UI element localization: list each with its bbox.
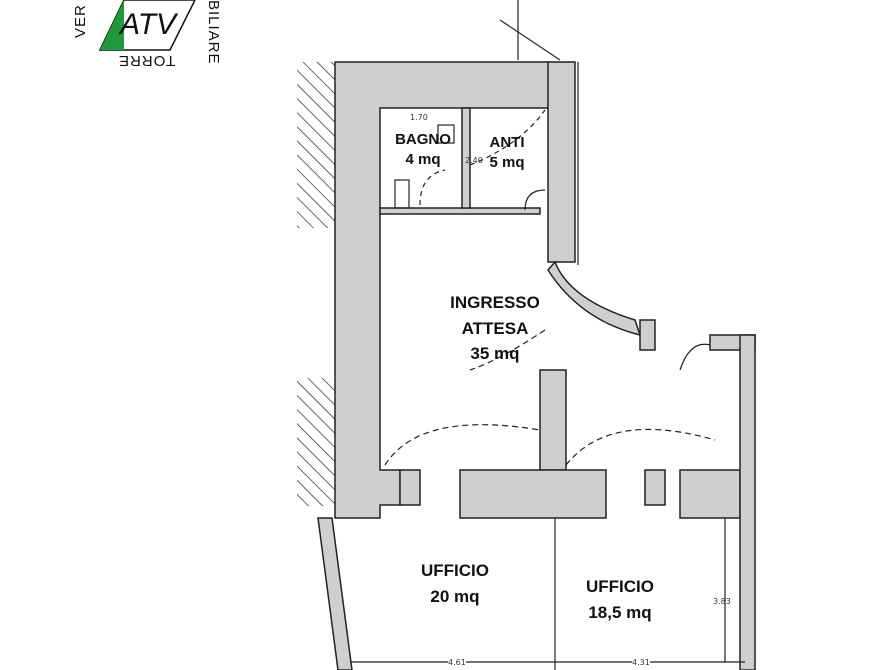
exterior-hatch xyxy=(297,378,335,506)
room-area: 18,5 mq xyxy=(588,602,652,622)
room-ufficio-1: UFFICIO 20 mq xyxy=(400,558,510,609)
dimension-office-height: 3.83 xyxy=(713,597,731,606)
room-name: INGRESSO xyxy=(450,293,540,312)
room-area: 4 mq xyxy=(405,151,441,169)
room-name-secondary: ATTESA xyxy=(461,318,529,338)
room-name: UFFICIO xyxy=(421,561,489,580)
dimension-anti-height: 2.40 xyxy=(465,156,483,165)
room-name: UFFICIO xyxy=(586,577,654,596)
room-area: 5 mq xyxy=(489,154,525,172)
room-name: ANTI xyxy=(489,134,525,151)
dimension-office1-width: 4.61 xyxy=(448,658,466,667)
dimension-bagno-width: 1.70 xyxy=(410,113,428,122)
logo-text-right: BILIARE xyxy=(205,0,222,65)
svg-text:ATV: ATV xyxy=(118,8,179,41)
dimension-office2-width: 4.31 xyxy=(632,658,650,667)
room-bagno: BAGNO 4 mq xyxy=(388,130,458,171)
room-ingresso: INGRESSO ATTESA 35 mq xyxy=(430,290,560,367)
exterior-hatch xyxy=(297,62,337,228)
partitions xyxy=(350,0,745,670)
room-area: 35 mq xyxy=(470,344,520,363)
walls xyxy=(317,61,756,670)
logo-text-bottom: TORRE xyxy=(118,52,176,69)
room-area: 20 mq xyxy=(430,586,480,606)
room-ufficio-2: UFFICIO 18,5 mq xyxy=(565,574,675,625)
room-anti: ANTI 5 mq xyxy=(472,133,542,174)
room-name: BAGNO xyxy=(395,131,451,148)
logo-text-left: VER xyxy=(72,4,89,38)
logo: ATV xyxy=(98,0,196,51)
